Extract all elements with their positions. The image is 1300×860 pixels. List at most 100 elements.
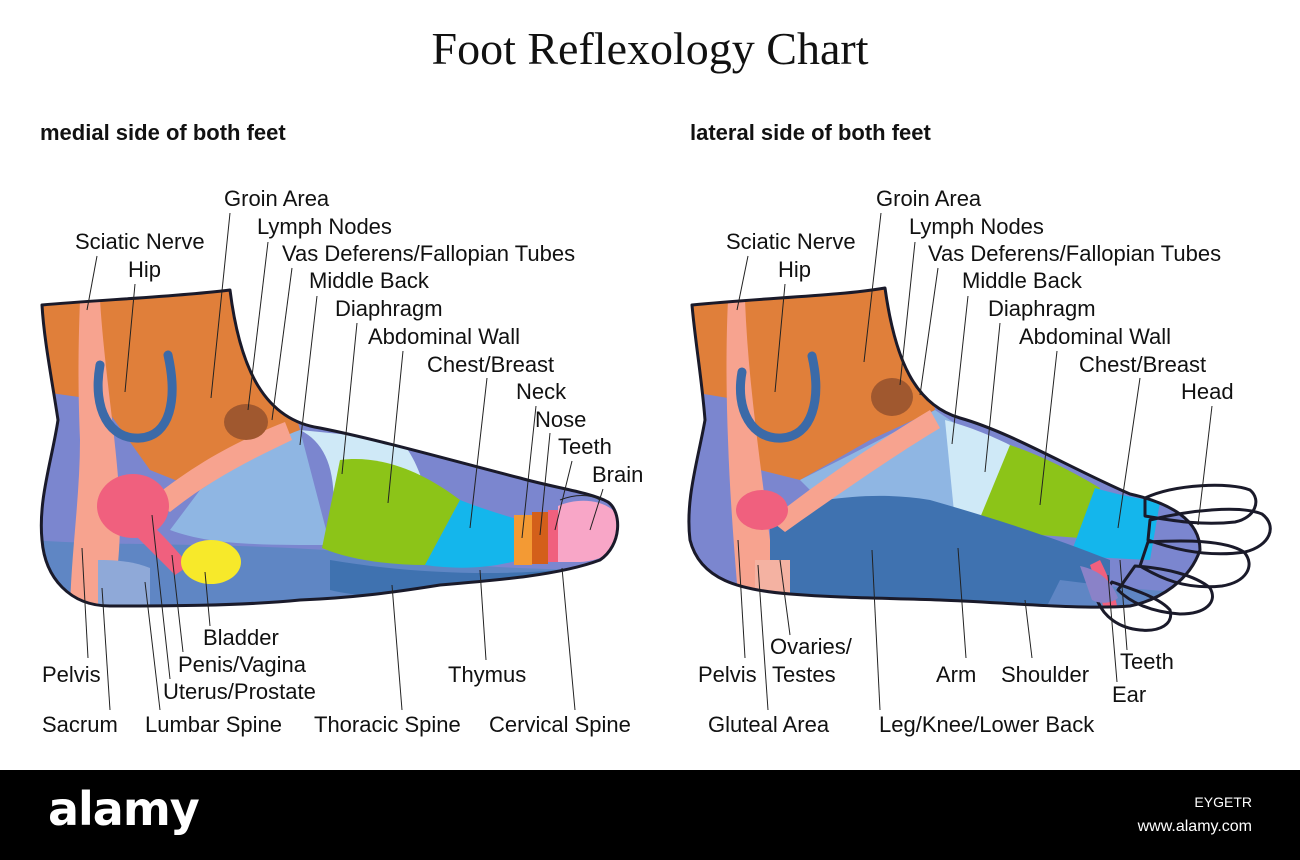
label-teeth: Teeth [558, 434, 612, 459]
label-diaphragm-lateral: Diaphragm [988, 296, 1096, 321]
label-lumbar-spine: Lumbar Spine [145, 712, 282, 737]
teeth-zone [548, 510, 558, 562]
label-arm: Arm [936, 662, 976, 687]
leader-head [1197, 405, 1213, 526]
alamy-logo: alamy [48, 782, 200, 836]
leader-chest [469, 377, 488, 529]
image-code: EYGETR [1194, 794, 1252, 810]
label-abdominal-wall-lateral: Abdominal Wall [1019, 324, 1171, 349]
lateral-labels: Sciatic Nerve Hip Groin Area Lymph Nodes… [698, 186, 1234, 737]
leader-shoulder [1024, 599, 1033, 659]
leg-knee-zone [770, 495, 1110, 606]
leader-diaphragm-lateral [984, 322, 1001, 473]
neck-zone [514, 515, 532, 565]
nose-zone [532, 512, 548, 564]
chart-title: Foot Reflexology Chart [431, 23, 869, 74]
label-testes: Testes [772, 662, 836, 687]
leader-bladder [204, 571, 211, 627]
label-groin-area: Groin Area [224, 186, 330, 211]
label-vas-deferens-lateral: Vas Deferens/Fallopian Tubes [928, 241, 1221, 266]
leader-groin-lateral [863, 212, 882, 363]
label-middle-back: Middle Back [309, 268, 430, 293]
leader-pelvis [81, 547, 89, 659]
leader-brain [589, 488, 604, 531]
site-url: www.alamy.com [1137, 818, 1252, 835]
uterus-spot [181, 540, 241, 584]
leader-vas [271, 267, 293, 421]
ear-zone [1080, 566, 1118, 603]
middle-back-zone [170, 430, 330, 545]
leader-sciatic [86, 255, 98, 311]
label-lymph-nodes: Lymph Nodes [257, 214, 392, 239]
toe-4 [1116, 564, 1214, 616]
abdominal-wall-zone [322, 459, 460, 565]
bladder-oval [97, 474, 169, 538]
reflexology-diagram: Sciatic Nerve Hip Groin Area Lymph Nodes… [39, 186, 1272, 737]
label-head: Head [1181, 379, 1234, 404]
leader-neck [521, 405, 537, 539]
leader-ear [1107, 574, 1118, 683]
lateral-foot-outline [687, 286, 1202, 609]
medial-labels: Sciatic Nerve Hip Groin Area Lymph Nodes… [42, 186, 643, 737]
lateral-leader-lines [736, 212, 1213, 711]
leader-middle-back-lateral [951, 295, 969, 445]
leader-leg-knee [871, 549, 881, 711]
label-diaphragm: Diaphragm [335, 296, 443, 321]
sciatic-band [70, 300, 120, 606]
label-ear: Ear [1112, 682, 1146, 707]
medial-foot [39, 288, 620, 608]
leader-nose [539, 432, 551, 536]
leader-middle-back [299, 295, 318, 446]
label-vas-deferens: Vas Deferens/Fallopian Tubes [282, 241, 575, 266]
leader-chest-lateral [1117, 377, 1141, 529]
leader-thymus [479, 569, 487, 661]
leader-teeth [554, 460, 573, 531]
leader-arm [957, 547, 967, 659]
brain-zone [558, 500, 618, 562]
label-leg-knee-lower-back: Leg/Knee/Lower Back [879, 712, 1095, 737]
label-groin-area-lateral: Groin Area [876, 186, 982, 211]
label-nose: Nose [535, 407, 586, 432]
toe-line [559, 495, 601, 501]
label-penis-vagina: Penis/Vagina [178, 652, 307, 677]
label-pelvis-lateral: Pelvis [698, 662, 757, 687]
leader-uterus [151, 514, 171, 680]
label-hip: Hip [128, 257, 161, 282]
label-sciatic-nerve-lateral: Sciatic Nerve [726, 229, 856, 254]
middle-back-zone-lateral [800, 410, 980, 520]
leader-lumbar [144, 581, 161, 711]
leader-vas-lateral [919, 267, 939, 396]
leader-abdominal-lateral [1039, 350, 1058, 506]
label-ovaries: Ovaries/ [770, 634, 853, 659]
label-sciatic-nerve: Sciatic Nerve [75, 229, 205, 254]
leader-thoracic [391, 584, 403, 711]
ovaries-spot [736, 490, 788, 530]
label-abdominal-wall: Abdominal Wall [368, 324, 520, 349]
label-sacrum: Sacrum [42, 712, 118, 737]
label-pelvis: Pelvis [42, 662, 101, 687]
medial-foot-outline [39, 288, 620, 608]
chest-zone-lateral [1070, 488, 1160, 560]
toe-3 [1138, 539, 1251, 589]
lymph-band [150, 422, 292, 512]
label-cervical-spine: Cervical Spine [489, 712, 631, 737]
diaphragm-zone-lateral [945, 420, 1020, 525]
label-brain: Brain [592, 462, 643, 487]
leader-penis [171, 554, 184, 653]
chest-zone [425, 500, 520, 568]
label-chest-breast: Chest/Breast [427, 352, 554, 377]
lateral-foot [687, 286, 1272, 632]
sacrum-zone [98, 560, 150, 606]
label-uterus-prostate: Uterus/Prostate [163, 679, 316, 704]
label-shoulder: Shoulder [1001, 662, 1089, 687]
label-thoracic-spine: Thoracic Spine [314, 712, 461, 737]
label-chest-breast-lateral: Chest/Breast [1079, 352, 1206, 377]
lateral-subtitle: lateral side of both feet [690, 120, 931, 145]
label-middle-back-lateral: Middle Back [962, 268, 1083, 293]
watermark-bar [0, 770, 1300, 860]
toe-5 [1096, 580, 1173, 632]
label-bladder: Bladder [203, 625, 279, 650]
leader-sciatic-lateral [736, 255, 749, 311]
label-gluteal-area: Gluteal Area [708, 712, 830, 737]
leader-sacrum [101, 587, 111, 711]
